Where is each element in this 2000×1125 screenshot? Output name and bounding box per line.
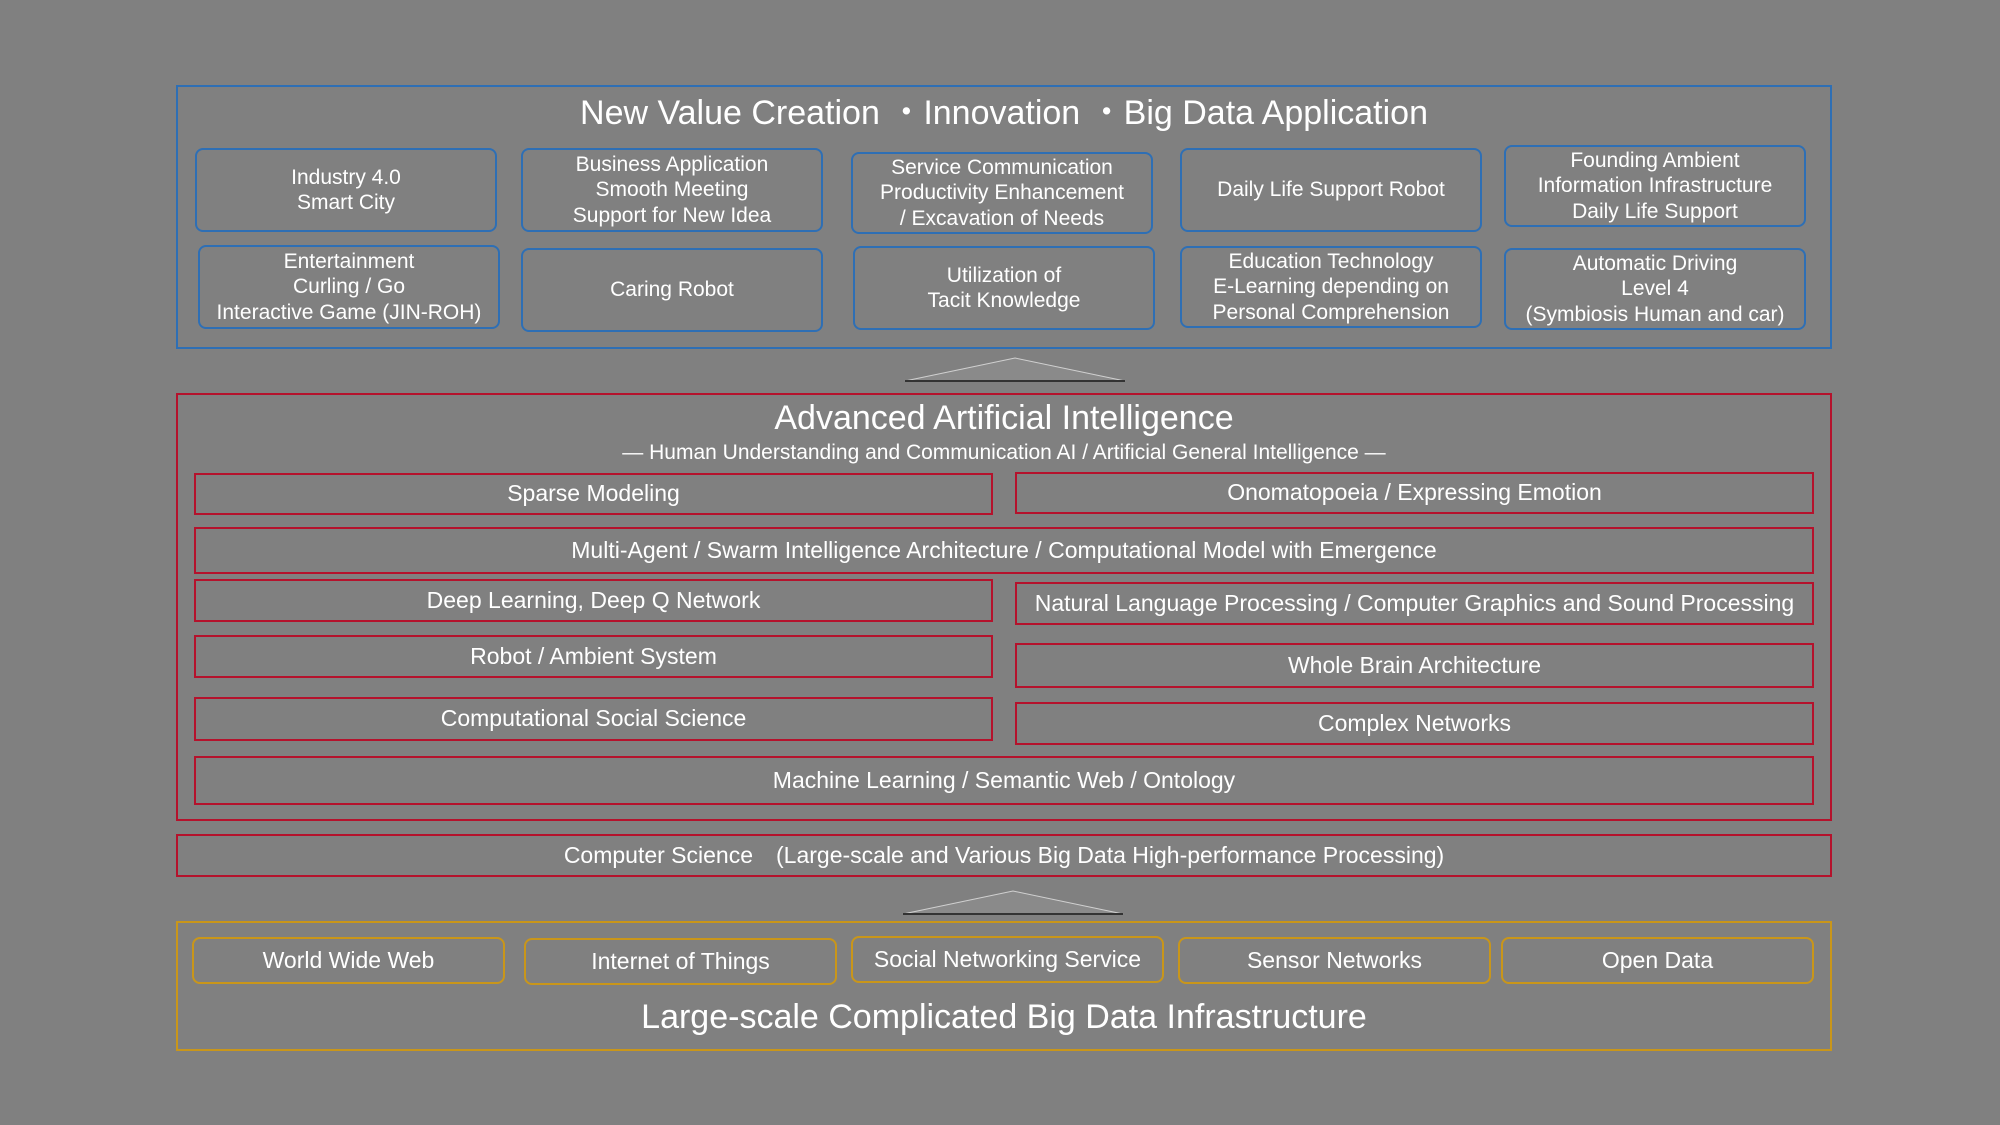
upward-arrow-icon [902, 890, 1124, 915]
application-box-daily-life-robot: Daily Life Support Robot [1180, 148, 1482, 232]
infra-box-world-wide-web: World Wide Web [192, 937, 505, 984]
infrastructure-title: Large-scale Complicated Big Data Infrast… [641, 998, 1367, 1036]
advanced-ai-layer [176, 393, 1832, 821]
application-box-industry: Industry 4.0 Smart City [195, 148, 497, 232]
value-creation-layer [176, 85, 1832, 349]
computer-science-layer: Computer Science (Large-scale and Variou… [176, 834, 1832, 877]
infrastructure-layer [176, 921, 1832, 1051]
value-creation-title: New Value Creation ・Innovation ・Big Data… [580, 94, 1428, 132]
ai-box-onomatopoeia: Onomatopoeia / Expressing Emotion [1015, 472, 1814, 514]
infra-box-open-data: Open Data [1501, 937, 1814, 984]
application-box-business: Business Application Smooth Meeting Supp… [521, 148, 823, 232]
infra-box-sensor-networks: Sensor Networks [1178, 937, 1491, 984]
ai-box-deep-learning: Deep Learning, Deep Q Network [194, 579, 993, 622]
ai-box-sparse-modeling: Sparse Modeling [194, 473, 993, 515]
application-box-tacit-knowledge: Utilization of Tacit Knowledge [853, 246, 1155, 330]
advanced-ai-title: Advanced Artificial Intelligence [774, 399, 1234, 437]
application-box-entertainment: Entertainment Curling / Go Interactive G… [198, 245, 500, 329]
ai-box-multi-agent: Multi-Agent / Swarm Intelligence Archite… [194, 527, 1814, 574]
advanced-ai-subtitle: ― Human Understanding and Communication … [622, 441, 1386, 464]
application-box-ambient-infrastructure: Founding Ambient Information Infrastruct… [1504, 145, 1806, 227]
ai-box-robot-ambient: Robot / Ambient System [194, 635, 993, 678]
application-box-service-communication: Service Communication Productivity Enhan… [851, 152, 1153, 234]
ai-box-machine-learning: Machine Learning / Semantic Web / Ontolo… [194, 756, 1814, 805]
ai-box-whole-brain: Whole Brain Architecture [1015, 643, 1814, 688]
application-box-education: Education Technology E-Learning dependin… [1180, 246, 1482, 328]
application-box-automatic-driving: Automatic Driving Level 4 (Symbiosis Hum… [1504, 248, 1806, 330]
infra-box-internet-of-things: Internet of Things [524, 938, 837, 985]
infra-box-social-networking: Social Networking Service [851, 936, 1164, 983]
ai-box-nlp: Natural Language Processing / Computer G… [1015, 582, 1814, 625]
application-box-caring-robot: Caring Robot [521, 248, 823, 332]
ai-box-complex-networks: Complex Networks [1015, 702, 1814, 745]
upward-arrow-icon [904, 357, 1126, 382]
ai-box-social-science: Computational Social Science [194, 697, 993, 741]
